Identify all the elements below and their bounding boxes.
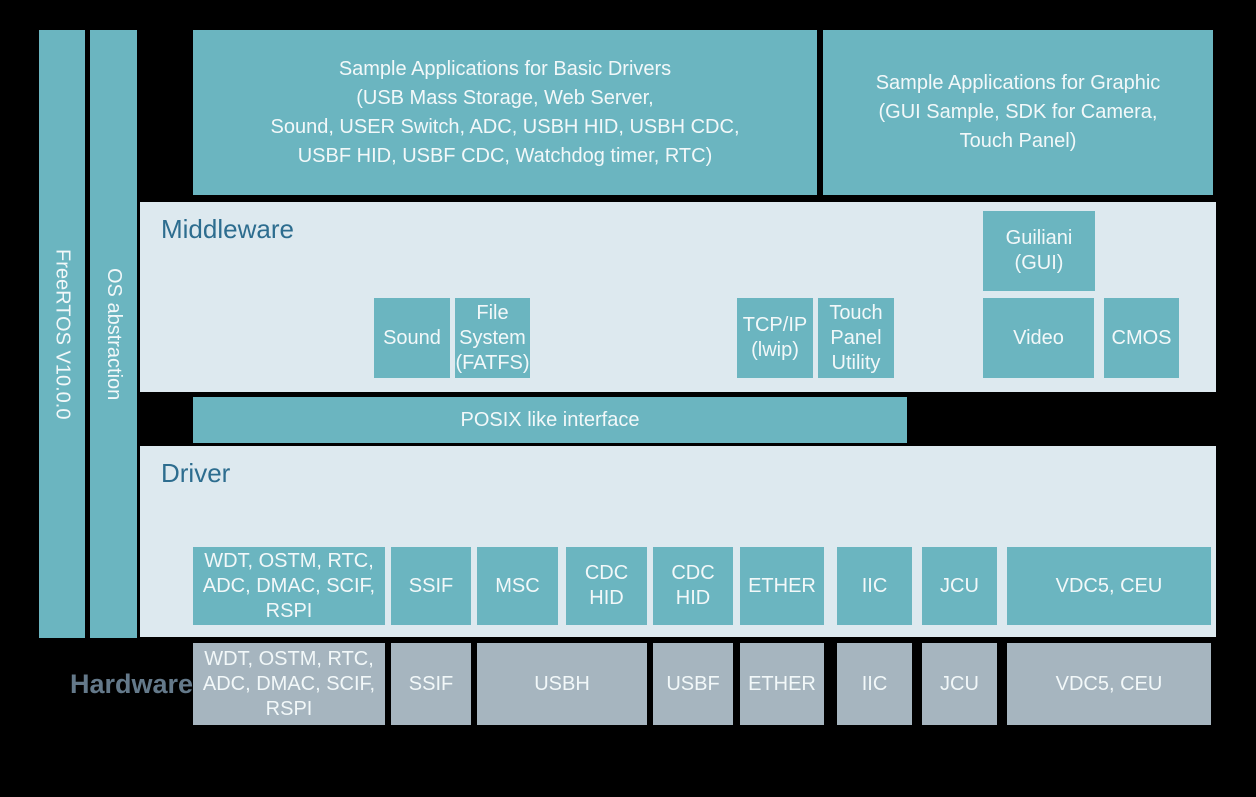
driver-msc-block: MSC — [477, 547, 558, 625]
sample-apps-basic-block: Sample Applications for Basic Drivers (U… — [193, 30, 817, 195]
hardware-vdc5-ceu-block: VDC5, CEU — [1007, 643, 1211, 725]
guiliani-block: Guiliani (GUI) — [983, 211, 1095, 291]
tcpip-block: TCP/IP (lwip) — [737, 298, 813, 378]
driver-cdc-hid-2-block: CDC HID — [653, 547, 733, 625]
driver-peripherals-block: WDT, OSTM, RTC, ADC, DMAC, SCIF, RSPI — [193, 547, 385, 625]
driver-ssif-block: SSIF — [391, 547, 471, 625]
hardware-peripherals-block: WDT, OSTM, RTC, ADC, DMAC, SCIF, RSPI — [193, 643, 385, 725]
driver-jcu-block: JCU — [922, 547, 997, 625]
driver-iic-block: IIC — [837, 547, 912, 625]
driver-panel: Driver WDT, OSTM, RTC, ADC, DMAC, SCIF, … — [140, 446, 1216, 637]
posix-interface-bar: POSIX like interface — [193, 397, 907, 443]
hardware-ether-block: ETHER — [740, 643, 824, 725]
sound-block: Sound — [374, 298, 450, 378]
hardware-usbh-block: USBH — [477, 643, 647, 725]
file-system-block: File System (FATFS) — [455, 298, 530, 378]
middleware-title: Middleware — [161, 214, 294, 244]
cmos-block: CMOS — [1104, 298, 1179, 378]
hardware-title: Hardware — [70, 668, 194, 699]
driver-vdc5-ceu-block: VDC5, CEU — [1007, 547, 1211, 625]
hardware-ssif-block: SSIF — [391, 643, 471, 725]
driver-ether-block: ETHER — [740, 547, 824, 625]
hardware-iic-block: IIC — [837, 643, 912, 725]
driver-cdc-hid-1-block: CDC HID — [566, 547, 647, 625]
freertos-bar: FreeRTOS V10.0.0 — [39, 30, 85, 638]
touch-panel-utility-block: Touch Panel Utility — [818, 298, 894, 378]
driver-title: Driver — [161, 458, 231, 488]
os-abstraction-bar: OS abstraction — [90, 30, 137, 638]
middleware-panel: Middleware Sound File System (FATFS) TCP… — [140, 202, 1216, 392]
hardware-jcu-block: JCU — [922, 643, 997, 725]
video-block: Video — [983, 298, 1094, 378]
sample-apps-graphic-block: Sample Applications for Graphic (GUI Sam… — [823, 30, 1213, 195]
hardware-usbf-block: USBF — [653, 643, 733, 725]
